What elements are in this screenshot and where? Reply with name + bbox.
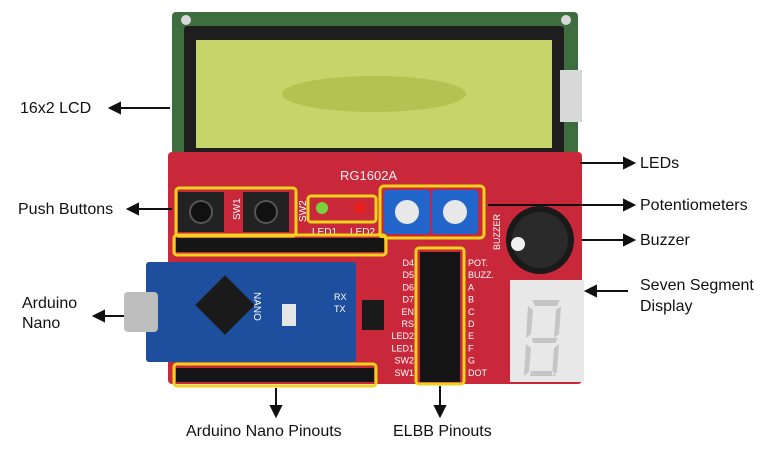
lcd-module — [172, 12, 582, 180]
pin-label: LED1 — [391, 343, 414, 353]
label-arduino-nano-1: Arduino — [22, 295, 78, 312]
pin-label: DOT — [468, 368, 488, 378]
pin-label: BUZZ. — [468, 270, 494, 280]
label-buzzer: Buzzer — [640, 232, 690, 249]
pin-label: A — [468, 282, 474, 292]
pin-label: POT. — [468, 258, 488, 268]
elbb-pin-header — [414, 246, 466, 386]
tx-silk: TX — [334, 304, 346, 314]
label-potentiometers: Potentiometers — [640, 197, 748, 214]
pin-label: SW1 — [394, 368, 414, 378]
pin-label: SW2 — [394, 356, 414, 366]
rx-silk: RX — [334, 292, 347, 302]
sw2-silk: SW2 — [298, 200, 309, 222]
led2-silk: LED2 — [350, 227, 375, 238]
label-arduino-nano-2: Nano — [22, 315, 61, 332]
label-elbb-pinouts: ELBB Pinouts — [393, 423, 492, 440]
label-seven-segment-1: Seven Segment — [640, 277, 754, 294]
pin-label: LED2 — [391, 331, 414, 341]
label-arduino-nano-pinouts: Arduino Nano Pinouts — [186, 423, 342, 440]
buzzer-component: BUZZER — [492, 206, 574, 274]
buzzer-silk: BUZZER — [492, 213, 502, 250]
label-seven-segment-2: Display — [640, 298, 693, 315]
pin-label: C — [468, 307, 475, 317]
seven-segment-display — [510, 280, 584, 382]
push-buttons: SW1 SW2 — [174, 186, 309, 238]
label-push-buttons: Push Buttons — [18, 201, 114, 218]
pin-label: F — [468, 343, 474, 353]
pin-label: B — [468, 295, 474, 305]
led1-silk: LED1 — [312, 227, 337, 238]
pin-label: D — [468, 319, 475, 329]
callout-arrows — [91, 101, 637, 419]
pin-label: D5 — [402, 270, 414, 280]
pin-label: RS — [401, 319, 414, 329]
pin-label: E — [468, 331, 474, 341]
label-lcd: 16x2 LCD — [20, 100, 92, 117]
pin-label: D4 — [402, 258, 414, 268]
pin-label: EN — [401, 307, 414, 317]
pin-label: D7 — [402, 295, 414, 305]
pin-label: D6 — [402, 282, 414, 292]
nano-bottom-header — [172, 362, 378, 388]
nano-silk: NANO — [251, 292, 262, 321]
potentiometers-group — [378, 184, 486, 240]
pin-label: G — [468, 356, 475, 366]
sw1-silk: SW1 — [232, 198, 243, 220]
lcd-model-silk: RG1602A — [340, 168, 397, 183]
arduino-nano: NANO RX TX — [124, 262, 384, 362]
led-group: LED1 LED2 — [306, 194, 378, 238]
top-header-row — [172, 233, 388, 257]
label-leds: LEDs — [640, 155, 680, 172]
